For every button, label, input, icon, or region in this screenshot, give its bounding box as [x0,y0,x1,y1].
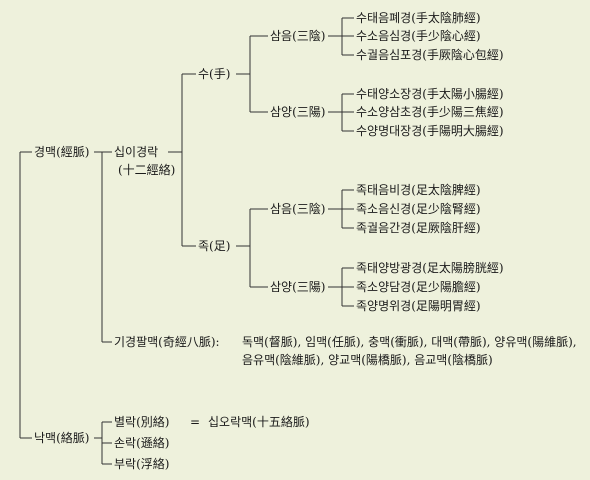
twelve-meridians-label: 십이경락 [114,145,159,159]
meridian-item: 족궐음간경(足厥陰肝經) [356,221,481,235]
equals-sign: = [190,415,201,429]
collateral-item: 별락(別絡) [114,415,170,429]
meridian-item: 수태음폐경(手太陰肺經) [356,11,481,25]
hand-yin-label: 삼음(三陰) [270,29,326,43]
jingmai-label: 경맥(經脈) [34,145,90,159]
meridian-item: 족태양방광경(足太陽膀胱經) [356,261,504,275]
luomai-label: 낙맥(絡脈) [34,431,90,445]
extraordinary-vessels-list: 독맥(督脈), 임맥(任脈), 충맥(衝脈), 대맥(帶脈), 양유맥(陽維脈)… [242,335,577,367]
meridian-item: 수소양삼초경(手少陽三焦經) [356,105,504,119]
foot-label: 족(足) [198,239,231,253]
fifteen-collaterals-label: 십오락맥(十五絡脈) [208,415,310,429]
hand-yang-label: 삼양(三陽) [270,105,326,119]
meridian-item: 수소음심경(手少陰心經) [356,29,481,43]
meridian-item: 족양명위경(足陽明胃經) [356,299,481,313]
meridian-item: 수궐음심포경(手厥陰心包經) [356,48,504,62]
collateral-item: 손락(遜絡) [114,436,170,450]
extraordinary-vessels-label: 기경팔맥(奇經八脈): [114,335,220,349]
meridian-item: 수태양소장경(手太陽小腸經) [356,87,504,101]
hand-label: 수(手) [198,67,231,81]
twelve-meridians-hanja: (十二經絡) [118,163,176,177]
meridian-item: 족태음비경(足太陰脾經) [356,183,481,197]
collateral-item: 부락(浮絡) [114,457,170,471]
meridian-item: 수양명대장경(手陽明大腸經) [356,124,504,138]
foot-yin-label: 삼음(三陰) [270,202,326,216]
meridian-item: 족소음신경(足少陰腎經) [356,202,481,216]
meridian-item: 족소양담경(足少陽膽經) [356,280,481,294]
foot-yang-label: 삼양(三陽) [270,280,326,294]
